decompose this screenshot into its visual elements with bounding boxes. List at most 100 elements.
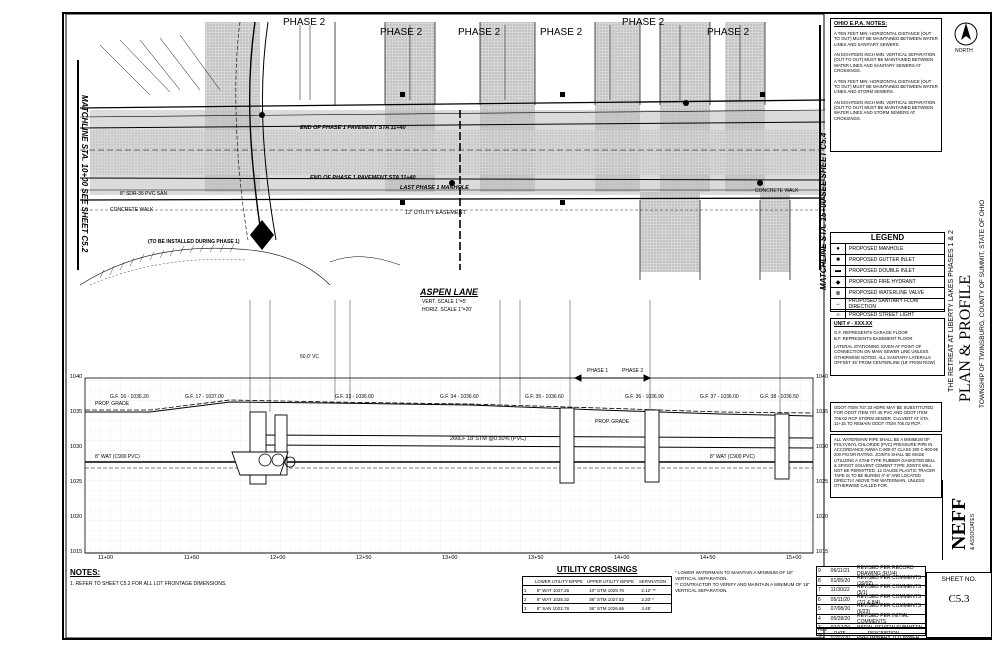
garage-floor-label: G.F. 38 - 1036.50 — [760, 394, 799, 400]
garage-floor-label: G.F. 17 - 1037.00 — [185, 394, 224, 400]
station-label: 11+50 — [184, 555, 200, 561]
horiz-scale: HORIZ. SCALE 1"=20' — [422, 307, 473, 313]
revision-no: 7 — [818, 587, 821, 594]
phase1-marker: PHASE 1 — [587, 368, 609, 374]
revision-desc: REVISED PER COMMENTS (5/1) — [856, 584, 922, 597]
epa-note-3: A TEN FEET MIN. HORIZONTAL DISTANCE (OUT… — [834, 78, 938, 95]
crossing-lower: 8" WAT 1027.26 — [536, 587, 570, 593]
street-name: ASPEN LANE — [420, 287, 479, 297]
station-label: 13+00 — [442, 555, 458, 561]
garage-floor-label: G.F. 35 - 1036.60 — [525, 394, 564, 400]
legend-item: →PROPOSED SANITARY FLOW DIRECTION — [831, 298, 944, 310]
sheet-no: C5.3 — [948, 593, 970, 605]
legend-item: ◆PROPOSED FIRE HYDRANT — [831, 276, 944, 287]
legend-label: PROPOSED WATERLINE VALVE — [849, 290, 925, 296]
firm-logo: NEFF & ASSOCIATES — [942, 480, 993, 560]
crossing-row: 3 8" SAN 1022.78 36" STM 1026.66 4.45' — [523, 603, 671, 612]
walk-label: CONCRETE WALK — [110, 207, 154, 213]
crossing-lower: 8" WAT 1025.32 — [536, 596, 570, 602]
revision-desc: REVISED PER COMMENTS (16/02) — [856, 574, 922, 587]
epa-note-1: A TEN FEET MIN. HORIZONTAL DISTANCE (OUT… — [834, 31, 938, 47]
revision-row: 8 01/05/20 REVISED PER COMMENTS (16/02) — [817, 574, 925, 587]
phase2-marker: PHASE 2 — [622, 368, 644, 374]
phase-label: PHASE 2 — [540, 27, 583, 38]
location-text: TOWNSHIP OF TWINSBURG, COUNTY OF SUMMIT,… — [979, 199, 986, 408]
crossings-footnote: * LOWER WATERMAIN TO MAINTAIN A MINIMUM … — [675, 570, 794, 581]
phase-label: PHASE 2 — [622, 17, 665, 28]
north-arrow: NORTH — [952, 20, 980, 60]
storm-pipe-label: 266LF 18"STM @0.50% (PVC) — [450, 436, 527, 442]
revision-desc: REVISED PER INITIAL COMMENTS — [856, 612, 909, 625]
utility-crossings: UTILITY CROSSINGS LOWER UTILITY B/PIPE U… — [522, 565, 672, 613]
revision-date: 11/30/22 — [830, 587, 850, 594]
revision-no: 8 — [818, 577, 821, 584]
legend-symbol-icon: ◆ — [831, 277, 846, 287]
legend-item: ●PROPOSED MANHOLE — [831, 243, 944, 254]
station-label: 12+50 — [356, 555, 372, 561]
revision-header: REV NO. DATE DESCRIPTION — [816, 627, 926, 637]
crossings-footnotes: * LOWER WATERMAIN TO MAINTAIN A MINIMUM … — [675, 570, 815, 593]
revision-desc: REVISED PER COMMENTS (7/1 & 8/4) — [856, 593, 922, 606]
revision-date: 05/28/20 — [830, 615, 851, 622]
epa-note-4: AN EIGHTEEN INCH MIN. VERTICAL SEPARATIO… — [834, 99, 936, 121]
revision-no: 2 — [818, 634, 821, 641]
sheet-no-label: SHEET NO. — [941, 576, 977, 583]
vert-scale: VERT. SCALE 1"=5' — [422, 299, 467, 305]
legend-item: ■PROPOSED GUTTER INLET — [831, 254, 944, 265]
crossing-upper: 10" STM 1029.70 — [589, 587, 624, 593]
watermain-note: ALL WATERMAIN PIPE SHALL BE A MINIMUM OF… — [834, 437, 938, 489]
elevation-label-left: 1020 — [70, 514, 83, 520]
legend-item: ▬PROPOSED DOUBLE INLET — [831, 265, 944, 276]
plan-view — [77, 21, 826, 286]
unit-note-line: G.F. REPRESENTS GARAGE FLOOR — [834, 330, 908, 335]
san-pipe-label: 8" SDR-35 PVC SAN — [120, 191, 168, 197]
legend-symbol-icon: ☼ — [831, 310, 846, 320]
crossing-sep: 4.45' — [641, 605, 652, 611]
epa-notes-title: OHIO E.P.A. NOTES: — [834, 21, 888, 27]
station-label: 11+00 — [98, 555, 114, 561]
matchline-left: MATCHLINE STA. 10+00 SEE SHEET C5.2 — [80, 95, 89, 253]
odot-note-box: ODOT ITEM 707.33 HDPE MAY BE SUBSTITUTED… — [830, 402, 942, 432]
crossing-upper: 36" STM 1026.66 — [589, 605, 624, 611]
end-phase1-label: END OF PHASE 1 PAVEMENT STA 11+40 — [300, 125, 406, 131]
elevation-label-right: 1025 — [816, 479, 829, 485]
epa-notes-box: OHIO E.P.A. NOTES: A TEN FEET MIN. HORIZ… — [830, 18, 942, 152]
garage-floor-label: G.F. 16 - 1036.20 — [110, 394, 149, 400]
rev-header-date: DATE — [834, 629, 846, 635]
phase-label: PHASE 2 — [458, 27, 501, 38]
crossing-upper: 36" STM 1027.52 — [589, 596, 624, 602]
station-label: 12+00 — [270, 555, 286, 561]
revision-row: 4 05/28/20 REVISED PER INITIAL COMMENTS — [817, 612, 925, 625]
crossing-lower: 8" SAN 1022.78 — [536, 605, 569, 611]
revision-no: 4 — [818, 615, 821, 622]
project-title: THE RETREAT AT LIBERTY LAKES PHASES 1 & … — [948, 230, 955, 392]
phase-label: PHASE 2 — [283, 17, 326, 28]
garage-floor-label: G.F. 37 - 1036.00 — [700, 394, 739, 400]
legend-item: ⊗PROPOSED WATERLINE VALVE — [831, 287, 944, 298]
legend-symbol-icon: ● — [831, 244, 846, 254]
revision-date: 01/05/20 — [830, 577, 851, 584]
odot-note: ODOT ITEM 707.33 HDPE MAY BE SUBSTITUTED… — [834, 405, 934, 427]
legend-label: PROPOSED MANHOLE — [849, 246, 904, 252]
north-label: NORTH — [955, 48, 973, 54]
crossing-id: 3 — [524, 605, 527, 611]
station-label: 14+00 — [614, 555, 630, 561]
crossing-id: 2 — [524, 596, 527, 602]
utility-easement-label: 12' UTILITY EASEMENT — [405, 210, 466, 216]
watermain-label-right: 8" WAT (C900 PVC) — [710, 454, 755, 460]
vertical-curve-label: 50.0' VC — [300, 354, 320, 360]
watermain-note-box: ALL WATERMAIN PIPE SHALL BE A MINIMUM OF… — [830, 434, 942, 498]
elevation-label-right: 1015 — [816, 549, 829, 555]
elevation-label-right: 1020 — [816, 514, 829, 520]
phase1-install-note: (TO BE INSTALLED DURING PHASE 1) — [148, 239, 240, 245]
notes-block: NOTES: 1. REFER TO SHEET C5.2 FOR ALL LO… — [70, 568, 330, 587]
elevation-label-left: 1035 — [70, 409, 83, 415]
legend-symbol-icon: ⊗ — [831, 288, 846, 298]
crossings-footnote: ** CONTRACTOR TO VERIFY AND MAINTAIN A M… — [675, 581, 810, 593]
legend-label: PROPOSED SANITARY FLOW DIRECTION — [848, 298, 919, 310]
garage-floor-label: G.F. 34 - 1036.60 — [440, 394, 479, 400]
crossing-sep: 2.20' * — [641, 596, 655, 602]
